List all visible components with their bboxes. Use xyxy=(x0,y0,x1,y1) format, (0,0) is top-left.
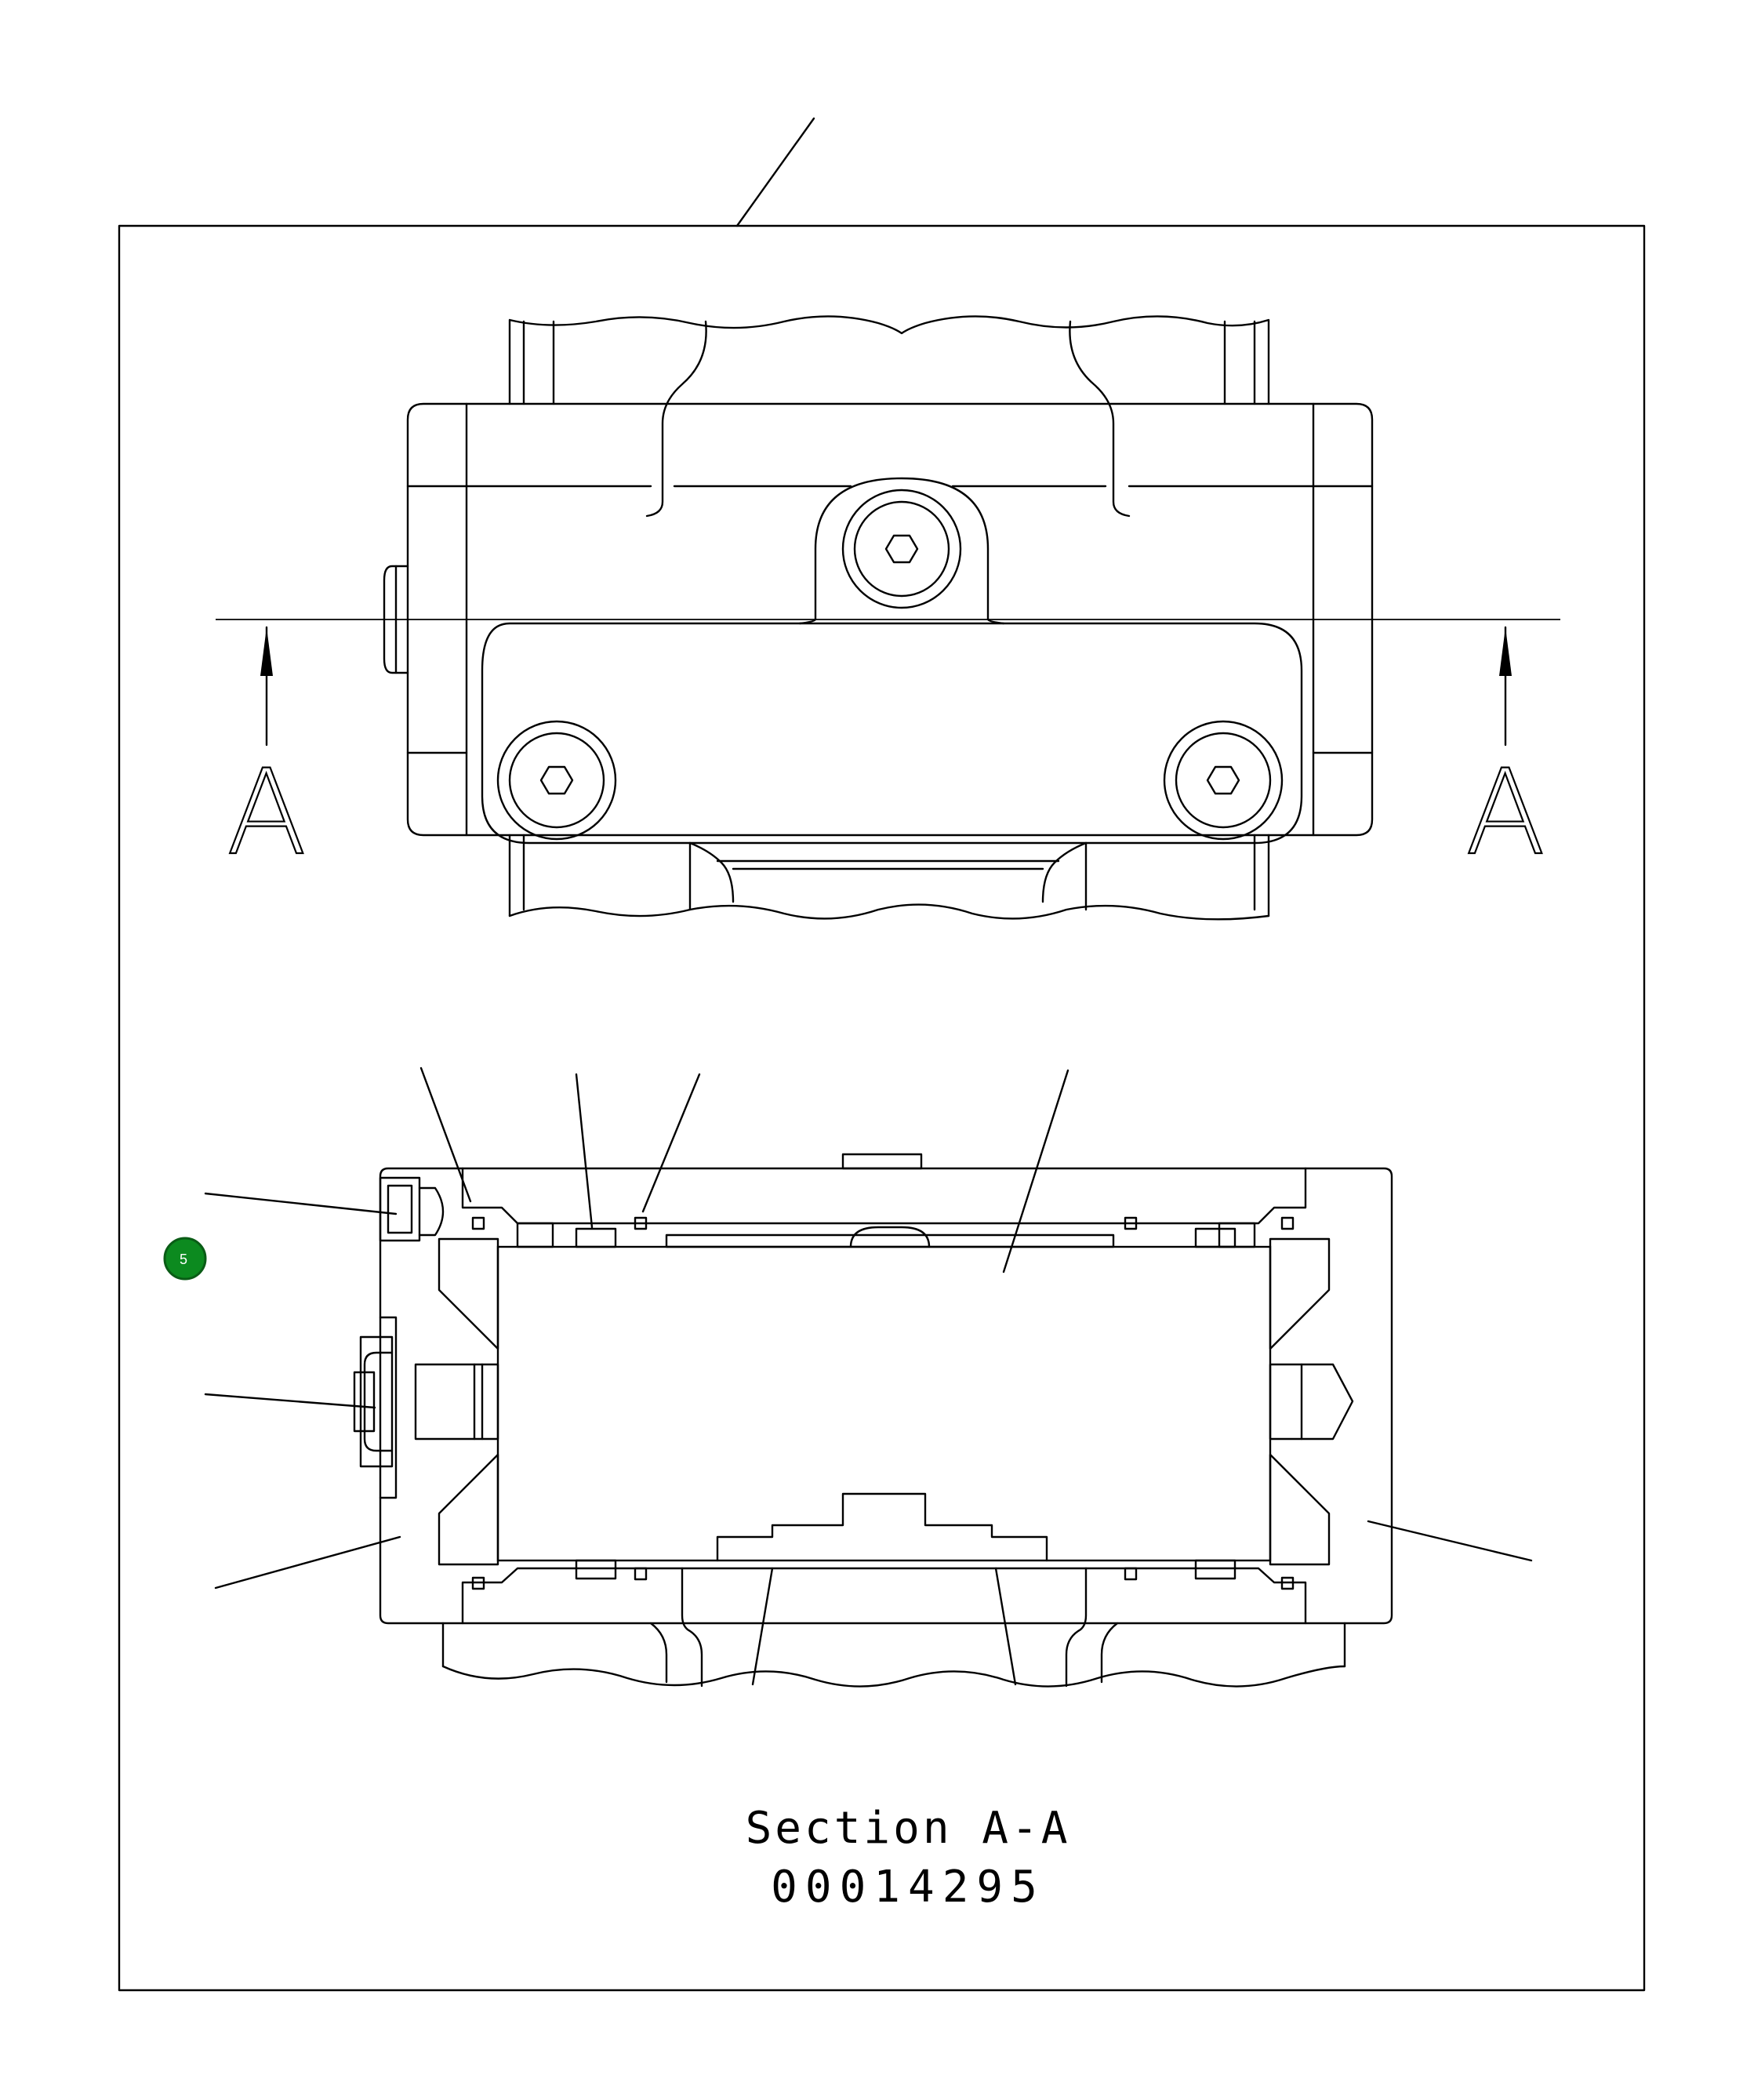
drawing-number: 00014295 xyxy=(771,1862,1045,1913)
section-letter-right: A xyxy=(1465,745,1546,881)
section-marker-right: A xyxy=(1465,626,1546,882)
callout-hotspot-5[interactable]: 5 xyxy=(163,1237,207,1281)
hotspot-label[interactable]: 5 xyxy=(180,1252,187,1267)
section-title: Section A-A xyxy=(746,1803,1071,1854)
drawing-frame xyxy=(118,117,1646,1992)
section-marker-left: A xyxy=(226,626,307,882)
section-letter-left: A xyxy=(227,745,307,881)
top-view xyxy=(216,315,1560,921)
section-view xyxy=(353,1153,1393,1688)
frame-leader-line xyxy=(735,117,815,227)
caption: Section A-A 00014295 xyxy=(746,1803,1071,1913)
hotspot-circle[interactable] xyxy=(163,1237,207,1281)
leader-lines xyxy=(204,1066,1533,1590)
spool-body xyxy=(496,1245,1272,1562)
